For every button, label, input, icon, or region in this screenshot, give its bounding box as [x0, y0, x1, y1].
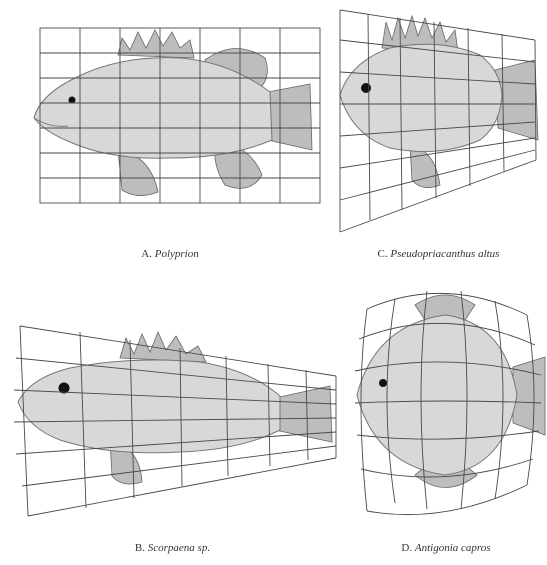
caption-c-letter: C. [378, 248, 388, 260]
caption-a-name: Polyprion [155, 248, 199, 260]
caption-c-name: Pseudopriacanthus altus [390, 248, 499, 260]
panel-a-polyprion: A. Polyprion [0, 0, 340, 270]
scorpaena-figure [0, 290, 345, 530]
caption-b-name: Scorpaena sp. [148, 542, 210, 554]
caption-b: B. Scorpaena sp. [0, 542, 345, 554]
caption-a-letter: A. [141, 248, 152, 260]
panel-b-scorpaena: B. Scorpaena sp. [0, 290, 345, 565]
caption-b-letter: B. [135, 542, 145, 554]
pseudopriacanthus-figure [330, 0, 547, 245]
caption-d: D. Antigonia capros [345, 542, 547, 554]
panel-d-antigonia: D. Antigonia capros [345, 275, 547, 565]
caption-d-letter: D. [401, 542, 412, 554]
scorpaena-fish [18, 332, 332, 484]
polyprion-figure [0, 0, 340, 240]
caption-a: A. Polyprion [0, 248, 340, 260]
caption-d-name: Antigonia capros [415, 542, 491, 554]
panel-c-pseudopriacanthus: C. Pseudopriacanthus altus [330, 0, 547, 270]
polyprion-fish [34, 30, 312, 196]
antigonia-figure [345, 275, 547, 530]
caption-c: C. Pseudopriacanthus altus [330, 248, 547, 260]
